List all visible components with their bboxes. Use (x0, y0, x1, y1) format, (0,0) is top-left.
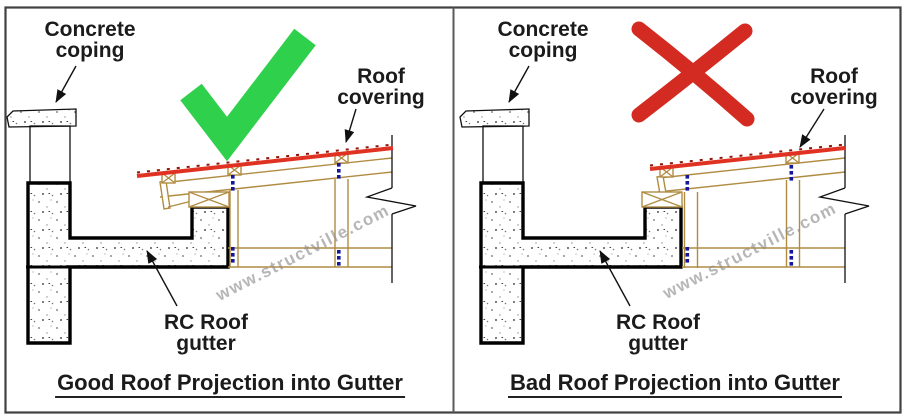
fastener-bolts (685, 165, 794, 266)
label-line: Roof (810, 65, 858, 88)
wall-break (364, 135, 417, 283)
label-line: gutter (176, 332, 236, 355)
rc-roof-gutter-label: RC Roof gutter (164, 312, 248, 354)
label-line: Roof (357, 65, 405, 88)
coping-leader-arrow (508, 65, 530, 103)
bad-caption: Bad Roof Projection into Gutter (508, 371, 842, 398)
roof-leader-arrow (344, 108, 357, 143)
good-caption-wrap: Good Roof Projection into Gutter (55, 371, 405, 398)
roof-covering-label: Roof covering (337, 66, 425, 108)
gutter-section (458, 107, 683, 345)
label-line: coping (55, 39, 125, 62)
good-panel-drawing (5, 28, 417, 345)
concrete-coping-label: Concrete coping (44, 19, 135, 61)
label-line: Concrete (44, 18, 136, 41)
cross-icon (631, 21, 755, 127)
label-line: covering (790, 86, 878, 109)
eave-board (159, 180, 171, 210)
coping-leader-arrow (55, 65, 77, 103)
roof-covering-sheet (136, 143, 394, 178)
bad-caption-wrap: Bad Roof Projection into Gutter (508, 371, 842, 398)
fastener-bolts (231, 163, 341, 266)
roof-covering-sheet (649, 143, 846, 171)
label-line: gutter (628, 332, 688, 355)
gutter-section (5, 107, 230, 345)
wall-plate (188, 191, 230, 208)
bad-panel-drawing (458, 21, 870, 345)
good-caption: Good Roof Projection into Gutter (55, 371, 405, 398)
rc-roof-gutter-label: RC Roof gutter (616, 312, 700, 354)
label-line: Concrete (497, 18, 589, 41)
label-line: coping (508, 39, 578, 62)
roof-assembly (136, 135, 417, 283)
label-line: RC Roof (164, 311, 248, 334)
label-line: RC Roof (616, 311, 700, 334)
gutter-leader-arrow (146, 250, 178, 307)
roof-assembly (641, 135, 870, 283)
wall-plate (641, 191, 683, 208)
roof-covering-label: Roof covering (790, 66, 878, 108)
label-line: covering (337, 86, 425, 109)
gutter-leader-arrow (599, 250, 631, 307)
check-icon (180, 28, 316, 162)
concrete-coping-label: Concrete coping (497, 19, 588, 61)
roof-leader-arrow (799, 108, 825, 148)
wall-break (817, 135, 870, 283)
